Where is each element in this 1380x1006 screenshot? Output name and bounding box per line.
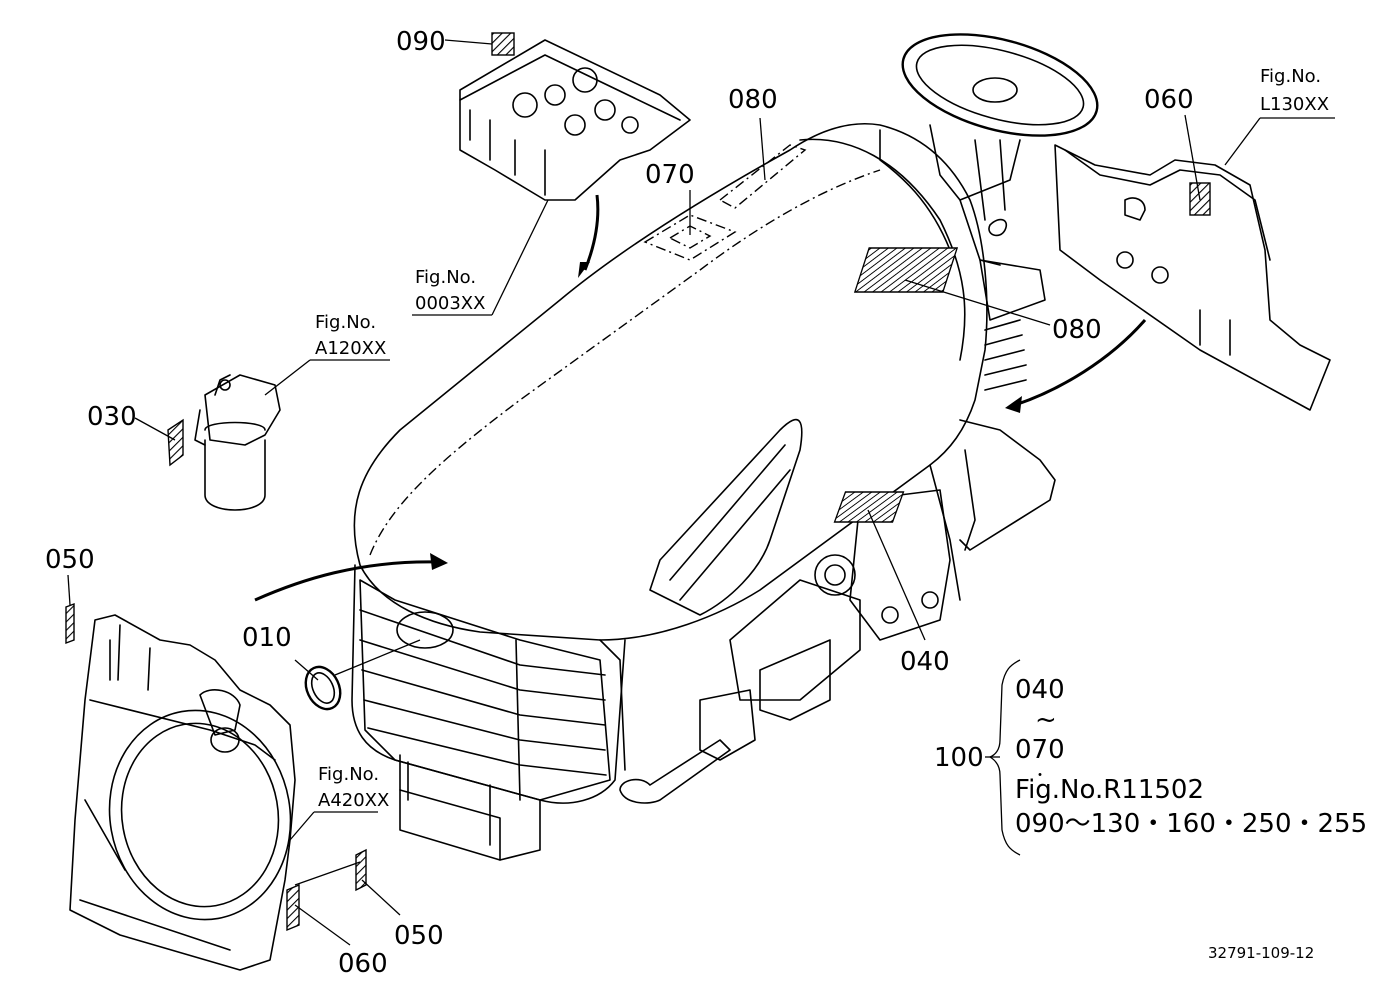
emblem-ring-010 bbox=[304, 665, 342, 711]
callout-010: 010 bbox=[242, 623, 292, 653]
decal-080-right bbox=[853, 247, 959, 293]
callout-040: 040 bbox=[900, 647, 950, 677]
callout-090: 090 bbox=[396, 27, 446, 57]
decal-060-bottom bbox=[286, 883, 300, 932]
callout-050-bottom: 050 bbox=[394, 921, 444, 951]
callout-060-bottom: 060 bbox=[338, 949, 388, 979]
callout-100: 100 bbox=[934, 743, 984, 773]
note-line-070: 070 bbox=[1015, 735, 1065, 765]
figure-references: Fig.No. 0003XX Fig.No. A120XX Fig.No. L1… bbox=[315, 66, 1329, 811]
steering-wheel bbox=[901, 33, 1099, 266]
decal-080-top-outline bbox=[718, 144, 807, 209]
note-dot: ・ bbox=[1033, 768, 1047, 784]
callout-060-right: 060 bbox=[1144, 85, 1194, 115]
note-line-range: 090～130・160・250・255 bbox=[1015, 809, 1367, 839]
hood-decals bbox=[643, 144, 959, 523]
front-grille bbox=[359, 579, 611, 801]
callouts: 090 080 070 060 080 030 050 010 040 050 … bbox=[45, 27, 1194, 979]
figref-shroud-label: Fig.No. bbox=[318, 764, 379, 785]
decal-090 bbox=[491, 32, 515, 56]
note-line-figno: Fig.No.R11502 bbox=[1015, 775, 1204, 805]
figref-shroud-code: A420XX bbox=[318, 790, 389, 811]
front-shroud-part bbox=[65, 602, 367, 971]
callout-080-right: 080 bbox=[1052, 315, 1102, 345]
note-tilde: ~ bbox=[1035, 705, 1057, 735]
hood-assembly bbox=[351, 122, 988, 804]
leader-lines bbox=[67, 39, 1335, 946]
decal-070-outline bbox=[643, 214, 737, 261]
decal-040 bbox=[833, 491, 905, 523]
callout-030: 030 bbox=[87, 402, 137, 432]
frame-right bbox=[619, 419, 1056, 804]
note-line-040: 040 bbox=[1015, 675, 1065, 705]
callout-080-top: 080 bbox=[728, 85, 778, 115]
figref-filter-code: A120XX bbox=[315, 338, 386, 359]
catalog-number: 32791-109-12 bbox=[1208, 944, 1314, 962]
bracket-note: 040 ~ 070 ・ Fig.No.R11502 090～130・160・25… bbox=[1015, 675, 1367, 839]
filter-part bbox=[167, 374, 281, 511]
callout-050-left: 050 bbox=[45, 545, 95, 575]
engine-head-part bbox=[459, 32, 691, 201]
figref-sidepanel-code: L130XX bbox=[1260, 94, 1329, 115]
figref-engine-code: 0003XX bbox=[415, 293, 485, 314]
callout-070: 070 bbox=[645, 160, 695, 190]
side-panel-part bbox=[1054, 144, 1331, 411]
figref-sidepanel-label: Fig.No. bbox=[1260, 66, 1321, 87]
figref-filter-label: Fig.No. bbox=[315, 312, 376, 333]
figref-engine-label: Fig.No. bbox=[415, 267, 476, 288]
decal-050-bottom bbox=[355, 848, 367, 892]
front-bumper bbox=[399, 754, 541, 861]
decal-050-left bbox=[65, 602, 75, 645]
dash-louvres bbox=[979, 259, 1046, 391]
decal-030 bbox=[167, 418, 184, 467]
